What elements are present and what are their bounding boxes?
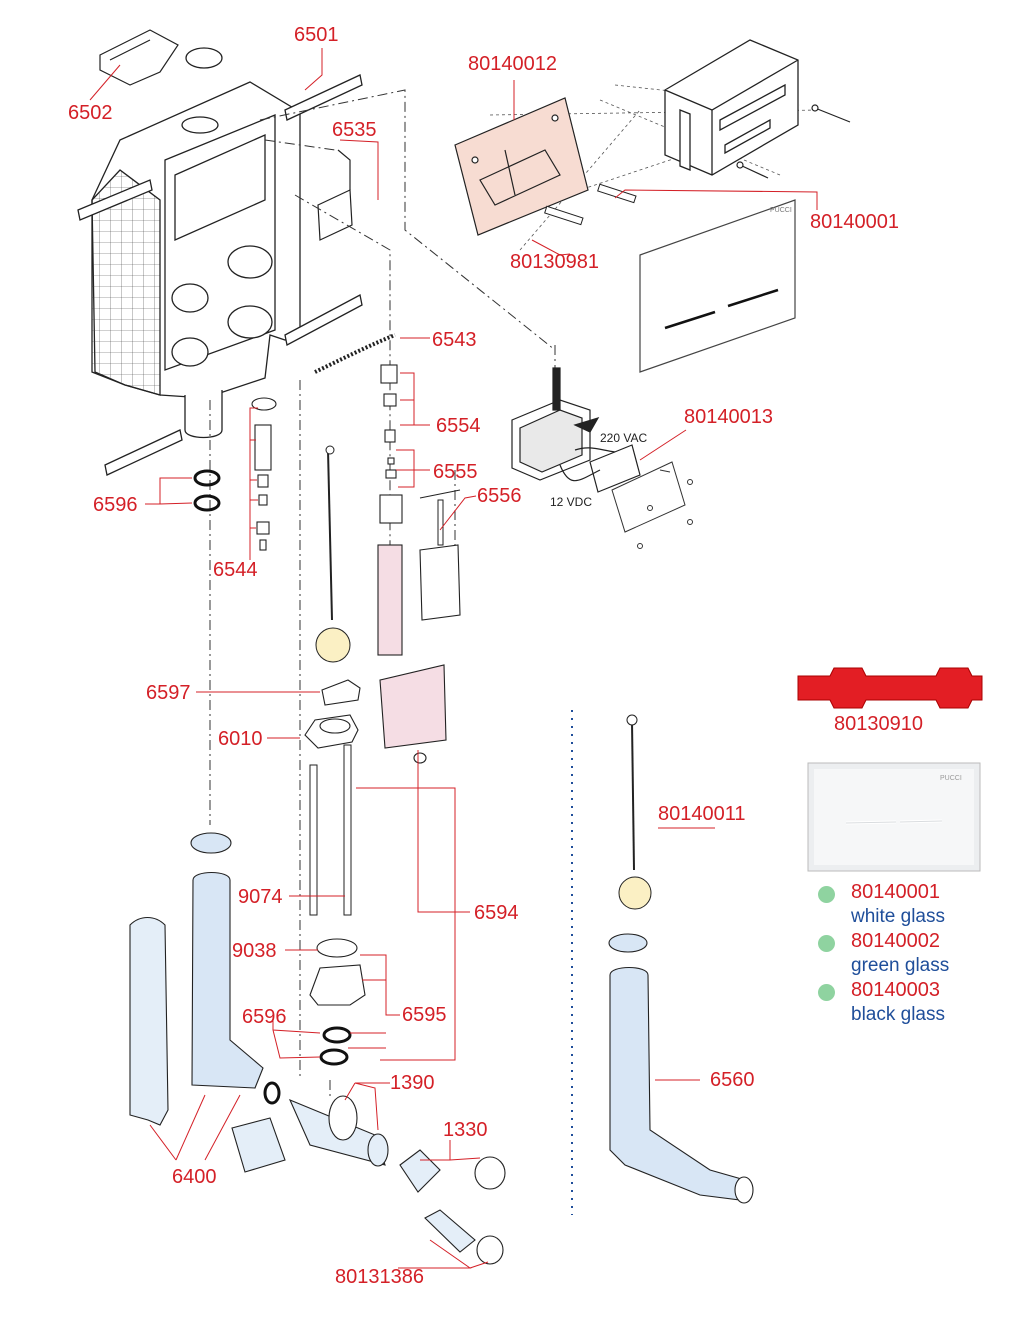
label-6544: 6544 — [213, 559, 258, 581]
label-12vdc: 12 VDC — [550, 495, 593, 509]
label-80131386: 80131386 — [335, 1266, 424, 1288]
pipe-oring — [263, 1081, 281, 1105]
part-6535-bracket — [317, 149, 353, 241]
variant-dot-icon — [818, 984, 835, 1001]
label-6501: 6501 — [294, 24, 339, 46]
top-ring — [185, 47, 223, 69]
part-6400-pipes — [129, 832, 286, 1173]
label-6543: 6543 — [432, 329, 477, 351]
leader-lines — [89, 48, 818, 1269]
part-6597-clamp — [321, 679, 361, 706]
part-80140012-mounting-plate — [454, 97, 589, 236]
label-6010: 6010 — [218, 728, 263, 750]
float-assembly — [315, 445, 351, 663]
part-6556-rods — [419, 489, 461, 546]
part-6596-orings-lower — [319, 1026, 352, 1066]
sensor-cover-plate — [611, 461, 693, 549]
label-6560: 6560 — [710, 1069, 755, 1091]
label-80140012: 80140012 — [468, 53, 557, 75]
part-80140001-glass-plate — [639, 199, 796, 373]
label-220vac: 220 VAC — [600, 431, 648, 445]
label-9038: 9038 — [232, 940, 277, 962]
variant-dot-icon — [818, 935, 835, 952]
part-80140013-sensor-box — [511, 367, 641, 493]
part-6010-flange — [304, 714, 359, 749]
label-6400: 6400 — [172, 1166, 217, 1188]
label-6554: 6554 — [436, 415, 481, 437]
label-6594: 6594 — [474, 902, 519, 924]
label-80130981: 80130981 — [510, 251, 599, 273]
variant-name: green glass — [851, 955, 950, 976]
label-80140001-part: 80140001 — [810, 211, 899, 233]
photo-plate-brand: PUCCI — [940, 775, 962, 782]
part-6554-valve-column — [379, 364, 403, 524]
variant-name: black glass — [851, 1004, 945, 1025]
label-6595: 6595 — [402, 1004, 447, 1026]
part-9038-6595-outlet — [309, 938, 366, 1006]
label-6597: 6597 — [146, 682, 191, 704]
label-6556: 6556 — [477, 485, 522, 507]
part-80140011-float — [618, 714, 652, 910]
variant-dot-icon — [818, 886, 835, 903]
part-6596-orings-upper — [193, 469, 221, 512]
part-9074-rods — [309, 744, 352, 916]
part-6502-clip — [99, 29, 179, 86]
front-plate-brand: PUCCI — [770, 207, 792, 214]
frame-screws — [736, 104, 851, 179]
label-1330: 1330 — [443, 1119, 488, 1141]
label-6596-upper: 6596 — [93, 494, 138, 516]
label-6596-lower: 6596 — [242, 1006, 287, 1028]
part-80130981-springs — [544, 183, 637, 226]
variant-name: white glass — [851, 906, 945, 927]
part-80130910-red-strip — [797, 667, 983, 709]
white-glass-photo — [807, 762, 981, 872]
label-80140013: 80140013 — [684, 406, 773, 428]
label-9074: 9074 — [238, 886, 283, 908]
label-80140011: 80140011 — [658, 803, 746, 825]
label-6555: 6555 — [433, 461, 478, 483]
cistern-frame — [77, 74, 363, 476]
variant-code: 80140002 — [851, 930, 940, 952]
label-1390: 1390 — [390, 1072, 435, 1094]
siphon-tubes — [377, 544, 461, 764]
part-6543-hose — [314, 333, 396, 374]
part-80131386-tube — [424, 1209, 504, 1265]
variant-code: 80140001 — [851, 881, 940, 903]
label-80130910: 80130910 — [834, 713, 923, 735]
label-6535: 6535 — [332, 119, 377, 141]
part-6560-pipe — [608, 933, 754, 1204]
part-6544-valve-stack — [251, 397, 277, 551]
part-1330-sleeve — [399, 1149, 506, 1193]
label-6502: 6502 — [68, 102, 113, 124]
box-frame — [664, 39, 799, 176]
variant-code: 80140003 — [851, 979, 940, 1001]
part-1390-connector — [288, 1095, 389, 1167]
